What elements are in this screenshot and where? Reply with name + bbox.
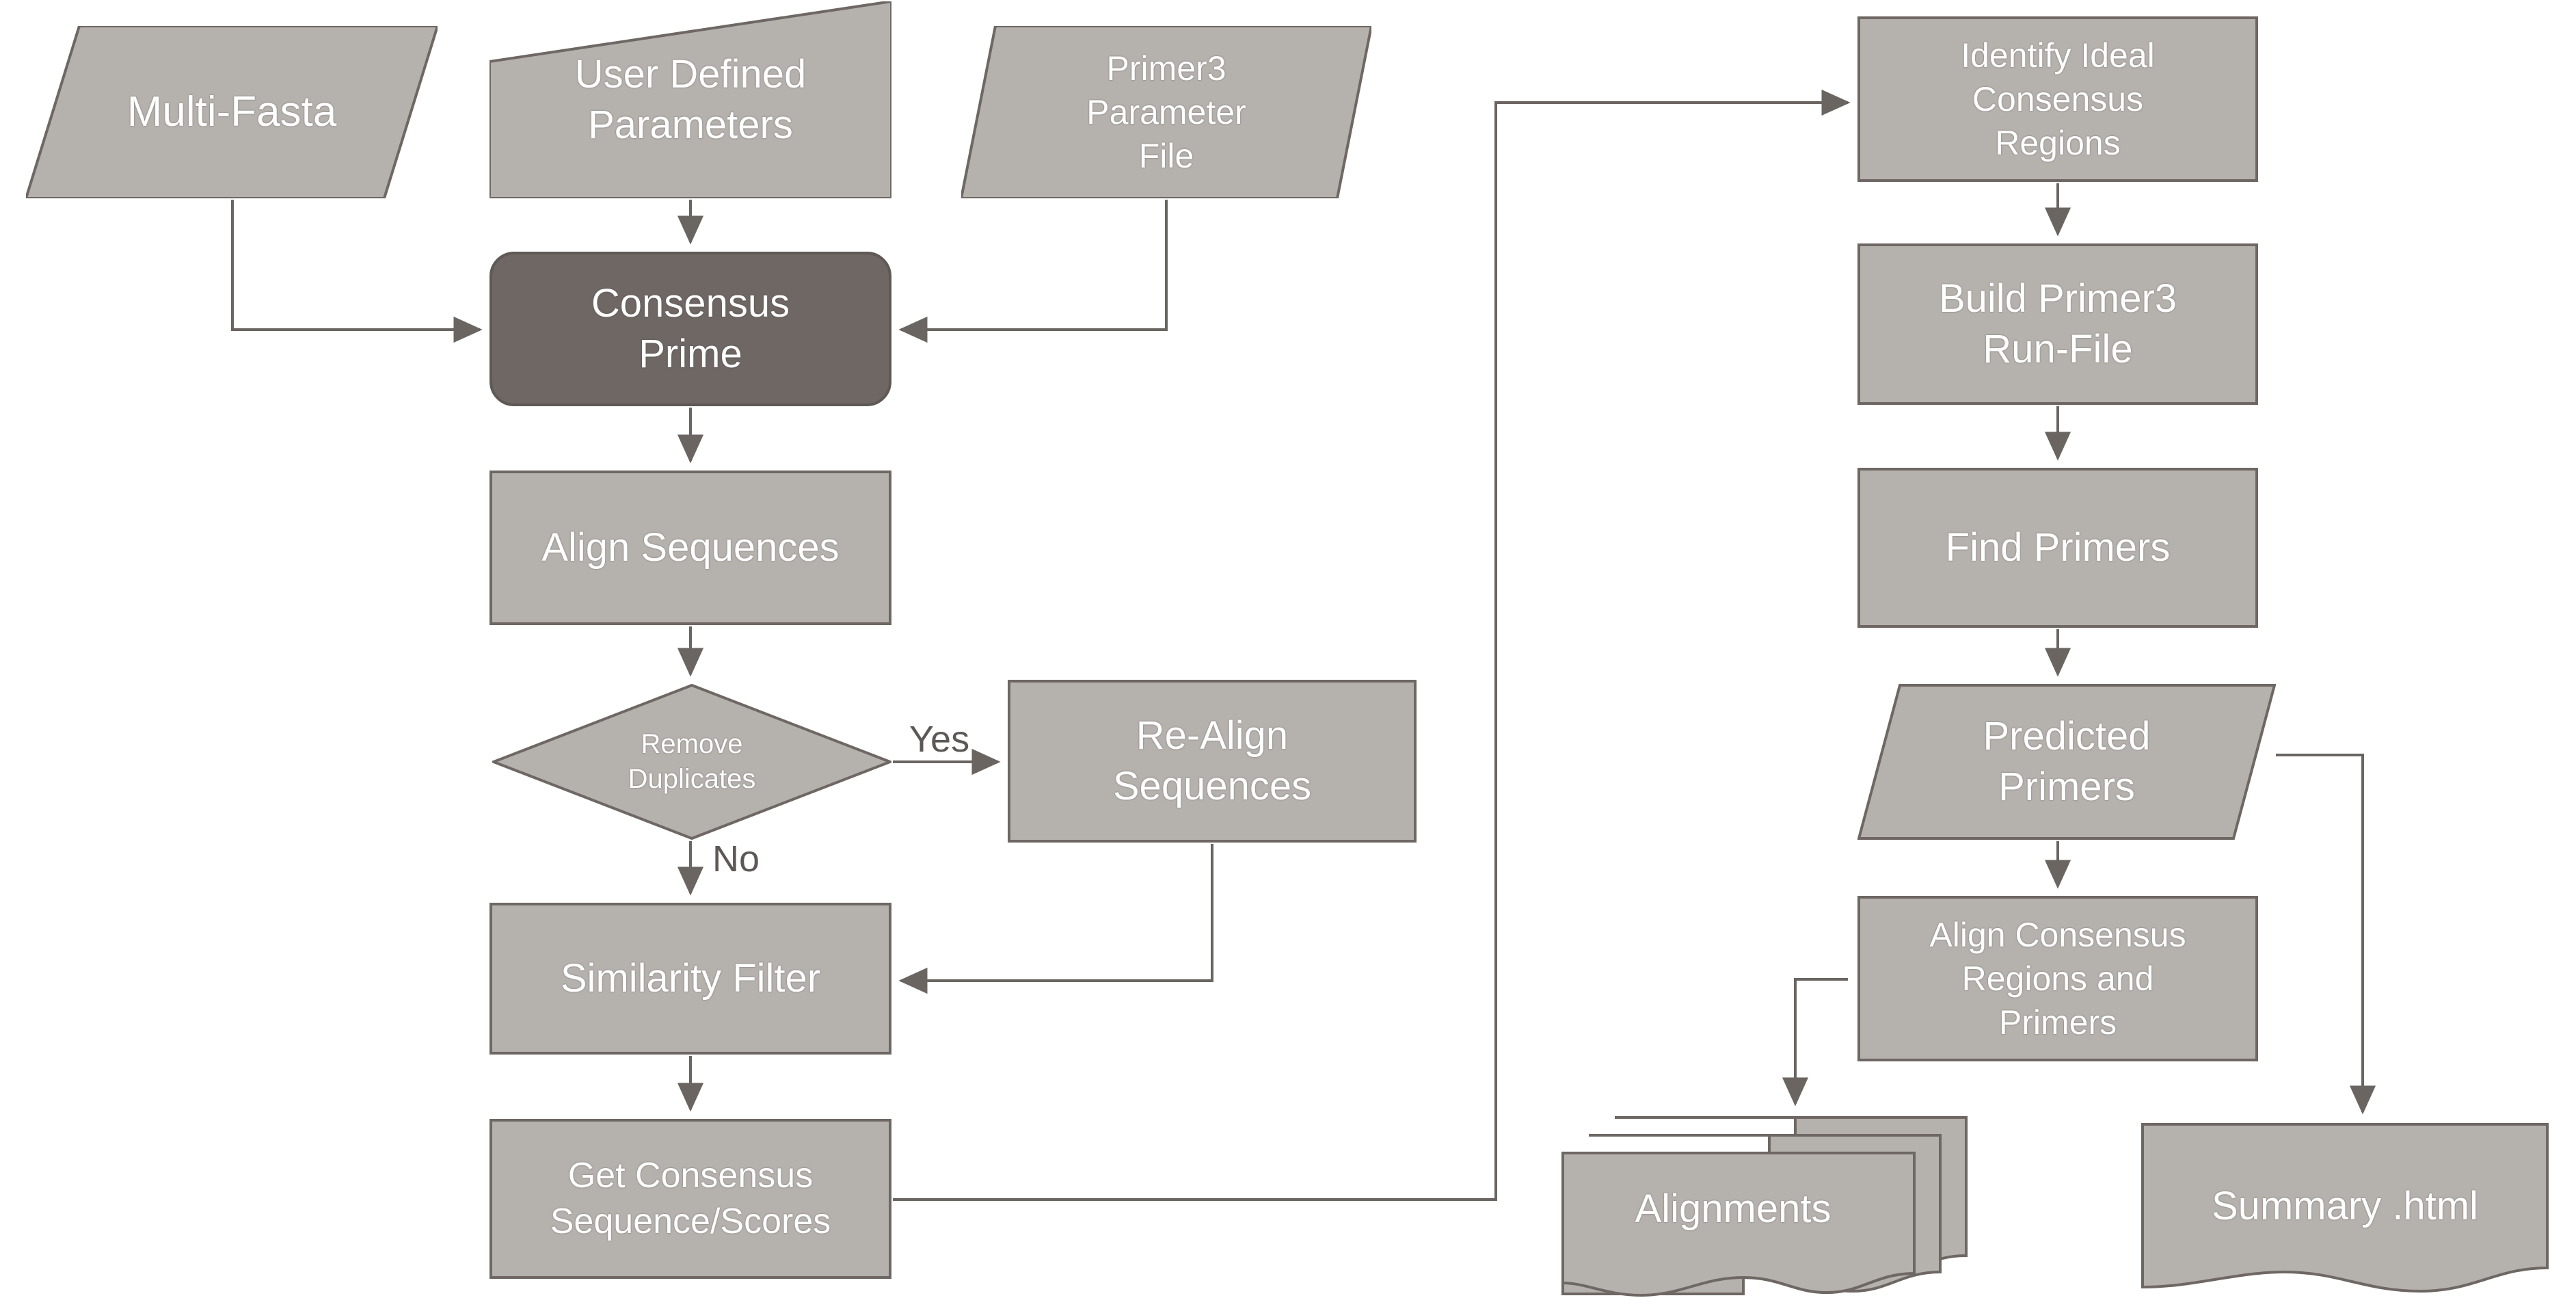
slanted-top-rect-shape — [489, 1, 891, 198]
rect-shape — [489, 1119, 891, 1279]
node-label: Alignments — [1635, 1186, 1832, 1231]
node-label: Identify Ideal Consensus Regions — [1961, 36, 2155, 162]
rect-shape — [1857, 896, 2258, 1061]
node-primer3-parameter-file[interactable]: Primer3 Parameter File — [961, 26, 1371, 198]
edge-multi-fasta-to-consensus-prime — [231, 200, 483, 343]
parallelogram-shape — [26, 26, 438, 198]
rect-shape — [489, 471, 891, 625]
edge-primer3-file-to-consensus-prime — [898, 200, 1168, 343]
node-consensus-prime[interactable]: Consensus Prime — [489, 252, 891, 406]
node-re-align-sequences[interactable]: Re-Align Sequences — [1008, 680, 1417, 843]
edge-label-no: No — [712, 838, 760, 879]
parallelogram-shape — [961, 26, 1371, 198]
node-label: Similarity Filter — [560, 955, 821, 1001]
edge-align-consensus-to-alignments — [1782, 978, 1848, 1107]
node-label: Primer3 Parameter File — [1086, 49, 1246, 175]
parallelogram-shape — [1857, 684, 2276, 840]
edge-label-yes: Yes — [909, 719, 970, 760]
node-label: Re-Align Sequences — [1112, 713, 1312, 808]
node-multi-fasta[interactable]: Multi-Fasta — [26, 26, 438, 198]
node-label: Predicted Primers — [1983, 713, 2151, 809]
node-label: Multi-Fasta — [126, 88, 337, 136]
node-user-defined-parameters[interactable]: User Defined Parameters — [489, 1, 891, 198]
node-label: Get Consensus Sequence/Scores — [550, 1156, 831, 1241]
node-identify-ideal-consensus-regions[interactable]: Identify Ideal Consensus Regions — [1857, 16, 2258, 182]
node-label: Align Sequences — [541, 525, 840, 570]
node-align-sequences[interactable]: Align Sequences — [489, 471, 891, 625]
rect-shape — [1857, 468, 2258, 628]
node-label: Remove Duplicates — [628, 728, 756, 794]
node-label: Consensus Prime — [591, 280, 790, 376]
node-label: Find Primers — [1945, 525, 2171, 570]
node-label: Summary .html — [2212, 1183, 2478, 1228]
rect-shape — [1857, 16, 2258, 182]
node-build-primer3-run-file[interactable]: Build Primer3 Run-File — [1857, 243, 2258, 405]
edge-realign-to-similarity-filter — [898, 844, 1213, 994]
node-similarity-filter[interactable]: Similarity Filter — [489, 903, 891, 1055]
edge-get-consensus-to-identify-ideal — [893, 89, 1851, 1201]
edge-predicted-to-summary — [2276, 754, 2376, 1115]
document-shape — [2141, 1123, 2549, 1293]
node-summary-html[interactable]: Summary .html — [2140, 1122, 2550, 1295]
node-alignments[interactable]: Alignments — [1559, 1113, 1969, 1297]
node-label: Build Primer3 Run-File — [1938, 276, 2177, 371]
multi-document-shape — [1561, 1116, 1968, 1297]
node-find-primers[interactable]: Find Primers — [1857, 468, 2258, 628]
rounded-rect-shape — [489, 252, 891, 406]
rect-shape — [1857, 243, 2258, 405]
node-predicted-primers[interactable]: Predicted Primers — [1857, 684, 2276, 840]
node-get-consensus-sequence-scores[interactable]: Get Consensus Sequence/Scores — [489, 1119, 891, 1279]
node-label: Align Consensus Regions and Primers — [1929, 916, 2186, 1042]
rect-shape — [489, 903, 891, 1055]
diamond-shape — [492, 684, 891, 840]
node-align-consensus-regions-and-primers[interactable]: Align Consensus Regions and Primers — [1857, 896, 2258, 1061]
rect-shape — [1008, 680, 1417, 843]
node-remove-duplicates[interactable]: Remove Duplicates — [492, 684, 891, 840]
node-label: User Defined Parameters — [574, 51, 807, 147]
